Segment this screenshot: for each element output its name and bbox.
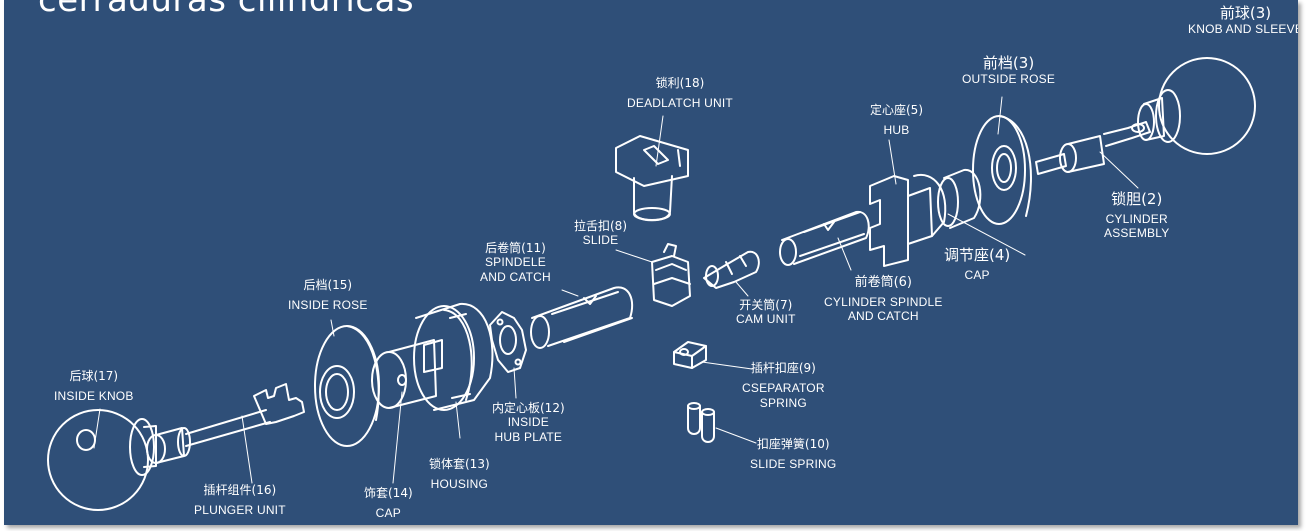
label-slide-spring: 扣座弹簧(10) SLIDE SPRING (750, 437, 837, 472)
label-inside-knob: 后球(17) INSIDE KNOB (54, 369, 134, 404)
label-cap-4: 调节座(4) CAP (944, 246, 1011, 282)
cap-sleeve-part (371, 339, 437, 409)
diagram-title: cerraduras cilíndricas (38, 0, 415, 20)
label-cylinder-spindle: 前卷筒(6) CYLINDER SPINDLE AND CATCH (824, 275, 943, 323)
outside-rose-part (972, 115, 1032, 225)
adjust-cap-part (937, 168, 982, 229)
inside-hub-plate-part (489, 311, 527, 373)
slide-part (651, 243, 691, 307)
label-separator-spring: 插杆扣座(9) CSEPARATOR SPRING (742, 361, 825, 410)
exploded-lock-illustration (47, 57, 1256, 511)
deadlatch-unit-part (615, 135, 689, 222)
diagram-canvas: cerraduras cilíndricas (4, 0, 1298, 525)
cylinder-spindle-part (779, 210, 870, 266)
label-knob-and-sleeve: 前球(3) KNOB AND SLEEVE (1188, 4, 1298, 36)
inside-rose-part (314, 325, 380, 447)
label-cam-unit: 开关筒(7) CAM UNIT (736, 298, 796, 327)
label-outside-rose: 前档(3) OUTSIDE ROSE (962, 54, 1056, 86)
label-hub: 定心座(5) HUB (870, 103, 923, 138)
housing-part (413, 302, 494, 411)
outside-knob-part (1137, 57, 1256, 155)
plunger-unit-part (146, 383, 305, 464)
label-cap-14: 饰套(14) CAP (364, 486, 413, 521)
hub-part (869, 173, 947, 267)
cylinder-assembly-part (1035, 121, 1151, 175)
separator-spring-part (673, 341, 707, 369)
cam-unit-part (703, 250, 760, 289)
label-deadlatch-unit: 锁利(18) DEADLATCH UNIT (627, 76, 733, 111)
label-slide: 拉舌扣(8) SLIDE (574, 219, 627, 248)
label-spindle-and-catch: 后卷筒(11) SPINDELE AND CATCH (480, 241, 551, 284)
label-plunger-unit: 插杆组件(16) PLUNGER UNIT (194, 483, 286, 518)
label-housing: 锁体套(13) HOUSING (429, 457, 490, 492)
slide-spring-part (687, 402, 715, 443)
label-inside-rose: 后档(15) INSIDE ROSE (288, 278, 368, 313)
spindle-and-catch-part (530, 286, 634, 349)
label-inside-hub-plate: 内定心板(12) INSIDE HUB PLATE (492, 401, 565, 444)
inside-knob-part (47, 409, 157, 511)
leader-lines (93, 96, 1139, 484)
label-cylinder-assembly: 锁胆(2) CYLINDER ASSEMBLY (1104, 190, 1170, 241)
